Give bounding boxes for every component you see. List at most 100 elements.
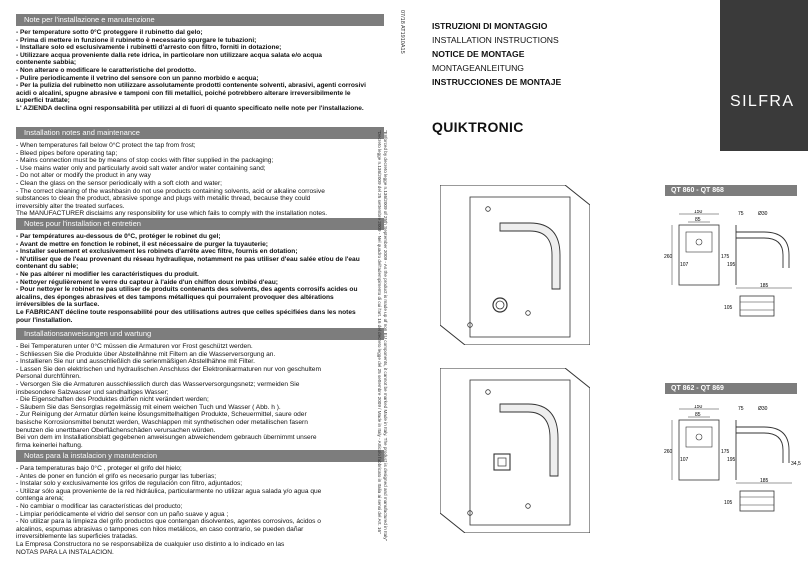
- instruction-titles: ISTRUZIONI DI MONTAGGIO INSTALLATION INS…: [432, 20, 561, 90]
- note-line: irreversiblemente las superficies tratad…: [16, 533, 138, 541]
- dim-260: 260: [664, 254, 673, 260]
- technical-drawing-qt860: 150 85 260 107 75 Ø30 175 195 185 105: [664, 210, 792, 317]
- section-body-german: - Bei Temperaturen unter 0°C müssen die …: [16, 343, 386, 449]
- document-code: 07/18 AT1910A15: [399, 10, 405, 54]
- note-line: - Die Eigenschaften des Produktes dürfen…: [16, 396, 209, 404]
- note-line: Bei von dem im Installationsblatt gegebe…: [16, 434, 317, 442]
- title-french: NOTICE DE MONTAGE: [432, 48, 525, 59]
- note-line: - Do not alter or modify the product in …: [16, 172, 151, 180]
- dim-195: 195: [727, 457, 736, 463]
- legal-note-english: "Enforced by decreto legge n.136/2009 of…: [383, 130, 388, 542]
- dim-185: 185: [760, 283, 769, 289]
- section-body-italian: - Per temperature sotto 0°C proteggere i…: [16, 29, 386, 113]
- title-english: INSTALLATION INSTRUCTIONS: [432, 34, 559, 45]
- legal-note-italian: "Decreto legge n.136/2009 del 25 settemb…: [377, 130, 382, 534]
- dim-34-5: 34,5: [791, 461, 801, 467]
- dim-260: 260: [664, 449, 673, 455]
- note-line: - Clean the glass on the sensor periodic…: [16, 179, 222, 187]
- model-tag-qt860: QT 860 - QT 868: [665, 185, 797, 196]
- note-line: - Per la pulizia del rubinetto non utili…: [16, 82, 366, 90]
- title-spanish: INSTRUCCIONES DE MONTAJE: [432, 76, 562, 87]
- note-line: - Lassen Sie den elektrischen und hydrau…: [16, 365, 321, 373]
- note-line: - Para temperaturas bajo 0°C , proteger …: [16, 465, 182, 472]
- note-line: - Utilizzare acqua proveniente dalla ret…: [16, 51, 322, 59]
- section-body-english: - When temperatures fall below 0°C prote…: [16, 142, 386, 218]
- note-line: firma keinerlei haftung.: [16, 441, 83, 449]
- brand-logo-panel: SILFRA: [720, 0, 808, 151]
- technical-drawing-qt862: 150 85 260 107 75 Ø30 175 195 34,5 185 1…: [664, 405, 801, 512]
- note-line: - Pulire periodicamente il vetrino del s…: [16, 74, 259, 82]
- installation-notes-column: Note per l'installazione e manutenzione -…: [0, 10, 386, 571]
- dim-107: 107: [680, 457, 689, 463]
- note-line: - Antes de poner en función el grifo es …: [16, 472, 217, 480]
- note-line: - Installer seulement et exclusivement l…: [16, 248, 298, 256]
- section-body-spanish: - Para temperaturas bajo 0°C , proteger …: [16, 465, 386, 556]
- note-line: - Use mains water only and particularly …: [16, 164, 266, 172]
- note-line: - Bei Temperaturen unter 0°C müssen die …: [16, 343, 253, 350]
- note-line: NOTAS PARA LA INSTALACION.: [16, 548, 114, 556]
- section-body-french: - Par températures au-dessous de 0°C, pr…: [16, 233, 386, 324]
- note-line: alcalins, des éponges abrasives et des t…: [16, 293, 334, 301]
- note-line: - No cambiar o modificar las característ…: [16, 502, 183, 510]
- note-line: contenga arena;: [16, 495, 64, 503]
- dim-185: 185: [760, 478, 769, 484]
- note-line: - No utilizar para la limpieza del grifo…: [16, 518, 321, 526]
- dim-150: 150: [694, 210, 703, 215]
- note-line: - N'utiliser que de l'eau provenant du r…: [16, 255, 360, 263]
- product-name: QUIKTRONIC: [432, 119, 524, 135]
- note-line: - Versorgen Sie die Armaturen ausschlies…: [16, 380, 300, 388]
- model-tag-qt862: QT 862 - QT 869: [665, 383, 797, 394]
- dim-30: Ø30: [758, 406, 768, 412]
- note-line: basische Korrosionsmittel benutzt werden…: [16, 418, 308, 426]
- dim-85: 85: [695, 412, 701, 418]
- note-line: pour l'installation.: [16, 316, 73, 324]
- title-italian: ISTRUZIONI DI MONTAGGIO: [432, 21, 548, 31]
- note-line: irréversibles de la surface.: [16, 301, 100, 309]
- dim-105: 105: [724, 500, 733, 506]
- note-line: - Mains connection must be by means of s…: [16, 157, 274, 165]
- note-line: benutzen die unerttbaren Oberflächenschä…: [16, 426, 216, 434]
- section-header-english: Installation notes and maintenance: [16, 127, 384, 139]
- note-line: The MANUFACTURER disclaims any responsib…: [16, 210, 328, 218]
- note-line: - Non alterare o modificare le caratteri…: [16, 66, 196, 74]
- note-line: - Avant de mettre en fonction le robinet…: [16, 240, 268, 248]
- note-line: - Säubern Sie das Sensorglas regelmässig…: [16, 403, 281, 411]
- note-line: - Ne pas altérer ni modifier les caracté…: [16, 270, 199, 278]
- note-line: - Per temperature sotto 0°C proteggere i…: [16, 29, 203, 36]
- note-line: contenant du sable;: [16, 263, 79, 271]
- note-line: - Installare solo ed esclusivamente i ru…: [16, 44, 282, 52]
- note-line: contenente sabbia;: [16, 59, 77, 67]
- note-line: - Nettoyer régulièrement le verre du cap…: [16, 278, 278, 286]
- note-line: - Installieren Sie nur und ausschließlic…: [16, 358, 255, 366]
- note-line: - Bleed pipes before operating tap;: [16, 149, 118, 157]
- section-header-italian: Note per l'installazione e manutenzione: [16, 14, 384, 26]
- note-line: superfici trattate;: [16, 97, 70, 105]
- note-line: - Zur Reinigung der Armatur dürfen keine…: [16, 411, 307, 419]
- product-illustration-qt860: [440, 185, 590, 345]
- note-line: alcalinos, espumas abrasivas o tampones …: [16, 525, 304, 533]
- note-line: substances to clean the product, abrasiv…: [16, 195, 311, 203]
- dim-75: 75: [738, 406, 744, 412]
- dim-195: 195: [727, 262, 736, 268]
- dim-175: 175: [721, 254, 730, 260]
- dim-105: 105: [724, 305, 733, 311]
- note-line: - Utilizar sólo agua proveniente de la r…: [16, 487, 322, 495]
- note-line: acidi o alcalini, spugne abrasive e tamp…: [16, 89, 351, 97]
- section-header-french: Notes pour l'installation et entretien: [16, 218, 384, 230]
- product-illustration-qt862: [440, 368, 590, 533]
- dim-75: 75: [738, 211, 744, 217]
- note-line: Personal durchführen.: [16, 373, 81, 381]
- note-line: - Prima di mettere in funzione il rubine…: [16, 36, 257, 44]
- section-header-german: Installationsanweisungen und wartung: [16, 328, 384, 340]
- note-line: - Schliessen Sie die Produkte über Abste…: [16, 350, 276, 358]
- note-line: Le FABRICANT décline toute responsabilit…: [16, 308, 356, 316]
- note-line: La Empresa Constructora no se responsabi…: [16, 540, 285, 548]
- note-line: - When temperatures fall below 0°C prote…: [16, 142, 196, 149]
- note-line: - Limpiar periódicamente el vidrio del s…: [16, 510, 229, 518]
- note-line: - The correct cleaning of the washbasin …: [16, 187, 325, 195]
- note-line: - Par températures au-dessous de 0°C, pr…: [16, 233, 221, 240]
- dim-30: Ø30: [758, 211, 768, 217]
- dim-175: 175: [721, 449, 730, 455]
- brand-name: SILFRA: [730, 93, 795, 110]
